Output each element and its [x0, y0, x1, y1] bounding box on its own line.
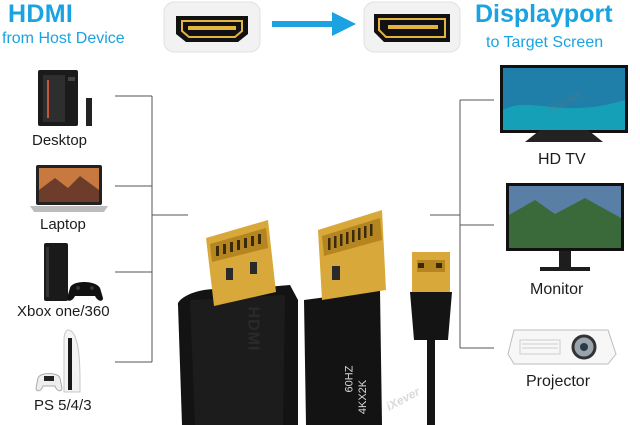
dp-imprint-refresh: 60HZ	[343, 365, 356, 393]
dp-imprint-resolution: 4KX2K	[357, 379, 370, 415]
target-label-projector: Projector	[526, 373, 591, 390]
displayport-plug	[304, 210, 386, 425]
displayport-title: Displayport	[475, 0, 613, 28]
hdmi-subtitle: from Host Device	[2, 30, 125, 47]
source-label-ps: PS 5/4/3	[34, 397, 92, 414]
displayport-port-icon	[363, 1, 461, 53]
source-label-laptop: Laptop	[40, 216, 86, 233]
source-label-xbox: Xbox one/360	[17, 303, 110, 320]
hdmi-plug	[177, 220, 298, 425]
hdmi-contacts	[216, 234, 261, 256]
arrow-right-icon	[272, 12, 356, 36]
target-label-hdtv: HD TV	[538, 151, 586, 168]
tv-icon	[500, 65, 628, 142]
monitor-icon	[506, 183, 624, 271]
left-connector-lines	[115, 95, 188, 363]
hdmi-imprint: HDMI	[244, 306, 262, 352]
laptop-icon	[30, 165, 108, 212]
target-label-monitor: Monitor	[530, 281, 584, 298]
projector-icon	[507, 329, 617, 365]
right-connector-lines	[430, 99, 494, 349]
desktop-tower-icon	[38, 70, 92, 126]
hdmi-title: HDMI	[8, 0, 74, 28]
game-console-icon	[44, 243, 103, 301]
ps5-console-icon	[35, 329, 81, 393]
source-label-desktop: Desktop	[32, 132, 88, 149]
usb-plug	[410, 252, 452, 425]
displayport-subtitle: to Target Screen	[486, 34, 604, 51]
dp-contacts	[328, 224, 373, 250]
hdmi-port-icon	[163, 1, 261, 53]
